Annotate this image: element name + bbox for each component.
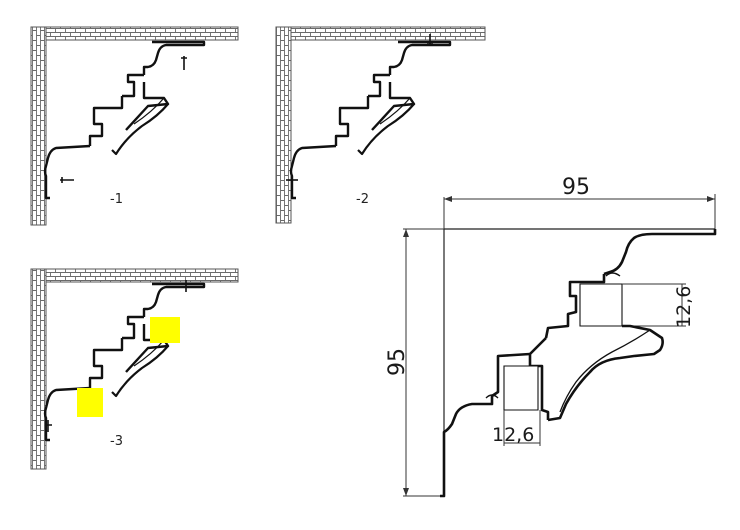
profile-upper-channel	[544, 274, 606, 339]
screw-icon	[60, 177, 74, 183]
lower-channel-dim-label: 12,6	[492, 424, 534, 446]
upper-channel-dim-label: 12,6	[673, 286, 695, 328]
dim-height-label: 95	[385, 348, 410, 376]
screw-icon	[427, 34, 433, 46]
figure-label-1: -1	[110, 192, 123, 207]
detail-drawing: 95 95 12,6 12,6	[385, 175, 717, 498]
screw-icon	[46, 420, 52, 432]
figure-2: -2	[275, 26, 486, 224]
lower-dim-extensions	[503, 410, 541, 446]
figure-1: -1	[30, 26, 239, 226]
clip-icon	[605, 272, 621, 277]
profile-cove-face	[547, 324, 664, 422]
led-strip-upper	[150, 317, 180, 343]
led-strip-lower	[77, 388, 103, 417]
figure-3: -3	[30, 268, 239, 470]
wall-brick-3	[30, 268, 47, 470]
molding-profile-3	[43, 282, 206, 442]
wall-brick-2	[275, 26, 292, 224]
figure-label-3: -3	[110, 434, 123, 449]
cove-inner-line	[559, 329, 651, 413]
molding-profile-1	[43, 40, 206, 200]
molding-profile-2	[289, 40, 452, 200]
upper-channel-box	[579, 283, 623, 327]
dim-width-label: 95	[562, 175, 590, 200]
profile-top-flange	[603, 229, 717, 276]
profile-lower-channel	[440, 352, 531, 498]
ceiling-brick-2	[275, 26, 486, 41]
figure-label-2: -2	[356, 192, 369, 207]
screw-icon	[181, 56, 187, 70]
wall-brick-1	[30, 26, 47, 226]
ceiling-brick-3	[30, 268, 239, 283]
clip-icon	[485, 394, 499, 399]
lower-channel-box	[503, 365, 539, 411]
ceiling-brick-1	[30, 26, 239, 41]
